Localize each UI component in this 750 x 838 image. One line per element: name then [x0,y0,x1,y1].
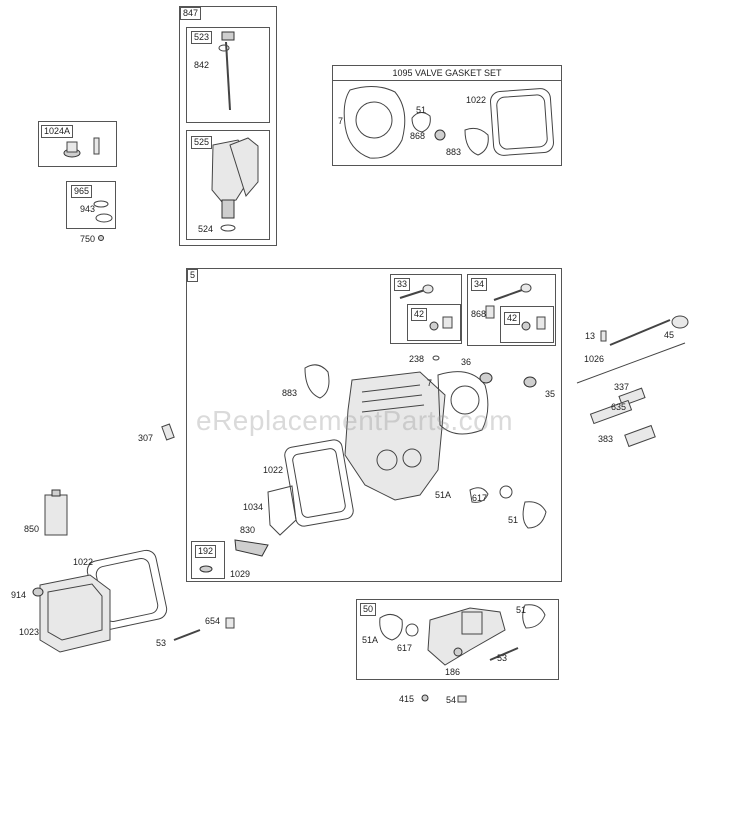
box-33-tag: 33 [394,278,411,291]
label-524: 524 [198,224,214,234]
label-7-a: 7 [338,116,344,126]
label-307: 307 [138,433,154,443]
label-617-a: 617 [472,493,488,503]
label-383: 383 [598,434,614,444]
label-1034: 1034 [243,502,264,512]
label-51-b: 51 [508,515,519,525]
box-34-tag: 34 [471,278,488,291]
breather-drawing [63,137,100,158]
valve-cover-drawing [32,549,168,653]
box-1024A-tag: 1024A [41,125,74,138]
box-1024A: 1024A [38,121,117,167]
label-238: 238 [409,354,425,364]
box-34: 34 [467,274,556,346]
cylinder-head-drawing [344,355,537,501]
label-53-b: 53 [497,653,508,663]
label-415: 415 [399,694,415,704]
sealant-drawing [44,489,68,536]
oil-fill-tube-drawing [211,137,259,232]
box-42-b: 42 [500,306,554,343]
label-654: 654 [205,616,221,626]
watermark: eReplacementParts.com [196,405,514,436]
box-523-tag: 523 [191,31,213,44]
box-1095-valve-gasket-set: 1095 VALVE GASKET SET [332,65,562,166]
valve-drawings [399,283,546,331]
box-523: 523 [186,27,270,123]
label-1023: 1023 [19,627,40,637]
label-186: 186 [445,667,461,677]
box-42-a: 42 [407,304,461,341]
label-13: 13 [585,331,596,341]
box-525-tag: 525 [191,136,213,149]
intake-manifold-drawing [379,604,546,666]
label-51-c: 51 [516,605,527,615]
label-51-a: 51 [416,105,427,115]
rocker-parts-drawing [576,315,689,448]
label-51A-a: 51A [435,490,452,500]
label-1022-b: 1022 [263,465,284,475]
label-1022-c: 1022 [73,557,94,567]
label-617-b: 617 [397,643,413,653]
label-1022-a: 1022 [466,95,487,105]
valve-gasket-set-drawing [343,86,554,159]
label-635: 635 [611,402,627,412]
label-1026: 1026 [584,354,605,364]
box-42-b-tag: 42 [504,312,521,325]
label-842: 842 [194,60,210,70]
box-965-tag: 965 [71,185,93,198]
box-847: 847 [179,6,277,246]
label-868-a: 868 [410,131,426,141]
label-45: 45 [664,330,675,340]
screw-drawing [457,695,467,703]
box-5-cylinder-head: 5 [186,268,562,582]
label-750: 750 [80,234,96,244]
stud-drawing [173,617,235,641]
box-847-tag: 847 [180,7,202,20]
label-830: 830 [240,525,256,535]
seal-drawing [93,200,113,241]
dipstick-tube-drawing [218,31,235,111]
box-192: 192 [191,541,225,579]
box-965: 965 [66,181,116,229]
label-337: 337 [614,382,630,392]
valve-gasket-set-title: 1095 VALVE GASKET SET [333,66,561,81]
label-883-a: 883 [446,147,462,157]
head-gaskets-drawing [199,364,547,573]
label-36: 36 [461,357,472,367]
box-50-tag: 50 [360,603,377,616]
label-51A-b: 51A [362,635,379,645]
label-914: 914 [11,590,27,600]
label-54: 54 [446,695,457,705]
label-883-b: 883 [282,388,298,398]
plug-drawing [421,694,429,702]
label-850: 850 [24,524,40,534]
label-1029: 1029 [230,569,251,579]
label-7-b: 7 [427,378,433,388]
bolt-drawing [161,423,175,441]
box-33: 33 [390,274,462,344]
box-42-a-tag: 42 [411,308,428,321]
box-525: 525 [186,130,270,240]
box-50-intake: 50 [356,599,559,680]
label-868-b: 868 [471,309,487,319]
label-35: 35 [545,389,556,399]
box-192-tag: 192 [195,545,217,558]
label-53-a: 53 [156,638,167,648]
box-5-tag: 5 [187,269,199,282]
label-943: 943 [80,204,96,214]
